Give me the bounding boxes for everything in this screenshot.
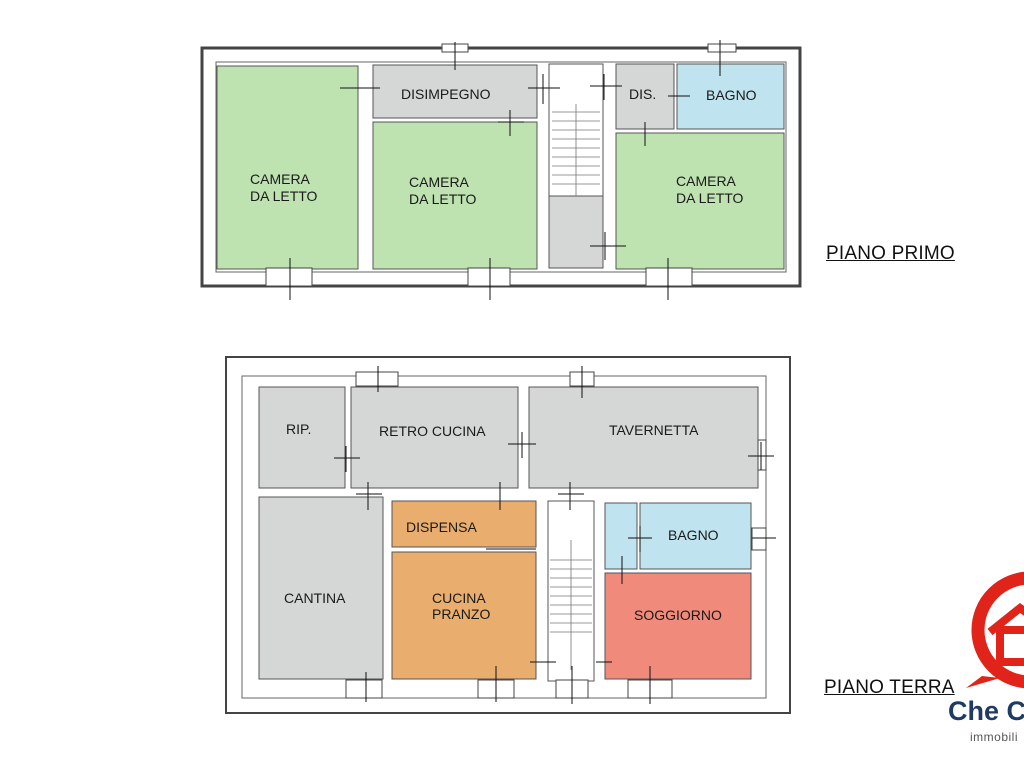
house-icon	[966, 571, 1024, 689]
label-dispensa: DISPENSA	[406, 519, 477, 535]
room-dis	[615, 63, 675, 130]
label-retro-cucina: RETRO CUCINA	[379, 423, 486, 439]
landing-first	[548, 195, 604, 269]
room-disimpegno	[372, 64, 538, 119]
room-wc-ground	[604, 502, 638, 570]
label-bagno-first: BAGNO	[706, 87, 757, 103]
label-tavernetta: TAVERNETTA	[609, 422, 699, 438]
room-cantina	[258, 496, 384, 680]
ground-floor-outer-wall	[225, 356, 791, 714]
room-camera-2	[372, 121, 538, 270]
label-soggiorno: SOGGIORNO	[634, 607, 722, 623]
room-rip	[258, 386, 346, 489]
room-soggiorno	[604, 572, 752, 680]
room-bagno-first	[676, 63, 785, 130]
room-camera-3	[615, 132, 785, 270]
door-marks-first	[289, 40, 721, 300]
stair-steps-ground	[550, 540, 592, 670]
room-tavernetta	[528, 386, 759, 489]
stair-steps-first	[552, 104, 600, 196]
room-cucina-pranzo	[391, 551, 537, 680]
floor-title-ground: PIANO TERRA	[824, 677, 955, 698]
label-bagno-ground: BAGNO	[668, 527, 719, 543]
ground-floor-plan: RIP. RETRO CUCINA TAVERNETTA DISPENSA BA…	[225, 356, 791, 714]
label-dis: DIS.	[629, 86, 656, 102]
label-rip: RIP.	[286, 421, 311, 437]
label-cantina: CANTINA	[284, 590, 346, 606]
door-marks-ground	[334, 366, 776, 704]
label-disimpegno: DISIMPEGNO	[401, 86, 491, 102]
logo-subtitle: immobili	[970, 730, 1019, 744]
brand-logo: Che C immobili	[944, 570, 1024, 768]
room-dispensa	[391, 500, 537, 548]
room-camera-1	[216, 65, 359, 270]
room-retro-cucina	[350, 386, 519, 489]
floor-title-first: PIANO PRIMO	[826, 243, 955, 264]
logo-name: Che C	[948, 696, 1024, 726]
